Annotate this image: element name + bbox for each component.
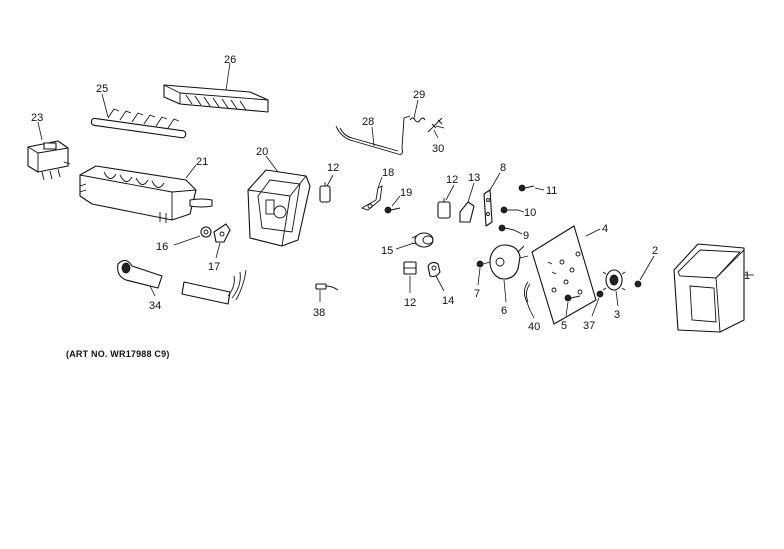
screw-icon <box>498 224 515 232</box>
label-12c: 12 <box>446 174 458 186</box>
screw-icon <box>634 280 642 288</box>
label-26: 26 <box>224 54 236 66</box>
label-11: 11 <box>546 185 557 197</box>
stripper-icon <box>163 84 269 113</box>
label-28: 28 <box>362 116 374 128</box>
label-18: 18 <box>382 167 394 179</box>
label-10: 10 <box>524 207 536 219</box>
thermostat-icon <box>459 201 475 223</box>
label-40: 40 <box>528 321 540 333</box>
gear-icon <box>602 269 626 291</box>
wire-icon <box>523 281 531 311</box>
spring-icon <box>409 117 426 123</box>
housing-icon <box>247 169 311 247</box>
label-29: 29 <box>413 89 425 101</box>
switch-icon <box>319 182 331 203</box>
switch-icon <box>437 198 451 219</box>
gear-icon <box>411 232 434 248</box>
screw-icon <box>564 294 581 302</box>
screw-icon <box>500 206 518 214</box>
label-9: 9 <box>523 230 529 242</box>
valve-icon <box>27 140 71 181</box>
label-16: 16 <box>156 241 168 253</box>
label-4: 4 <box>602 223 608 235</box>
label-3: 3 <box>614 309 620 321</box>
switch-icon <box>403 261 417 275</box>
nut-icon <box>200 226 212 238</box>
mounting-plate-icon <box>531 225 597 325</box>
screw-icon <box>427 117 445 133</box>
ice-mold-icon <box>79 165 213 223</box>
harness-icon <box>181 269 247 305</box>
label-25: 25 <box>96 83 108 95</box>
label-37: 37 <box>583 320 595 332</box>
label-38: 38 <box>313 307 325 319</box>
connector-icon <box>315 283 339 291</box>
label-7: 7 <box>474 288 480 300</box>
label-20: 20 <box>256 146 268 158</box>
label-17: 17 <box>208 261 220 273</box>
clip-icon <box>213 223 231 243</box>
label-2: 2 <box>652 245 658 257</box>
label-12b: 12 <box>404 297 416 309</box>
cam-icon <box>427 261 441 278</box>
shutoff-arm-icon <box>335 115 411 155</box>
lever-icon <box>360 185 383 211</box>
screw-icon <box>384 206 401 214</box>
label-23: 23 <box>31 112 43 124</box>
label-14: 14 <box>442 295 454 307</box>
cover-icon <box>673 243 745 333</box>
art-number-note: (ART NO. WR17988 C9) <box>66 349 170 359</box>
label-6: 6 <box>501 305 507 317</box>
label-8: 8 <box>500 162 506 174</box>
motor-icon <box>489 244 529 280</box>
label-19: 19 <box>400 187 412 199</box>
ejector-icon <box>90 108 187 139</box>
screw-icon <box>596 290 604 298</box>
label-13: 13 <box>468 172 480 184</box>
label-5: 5 <box>561 320 567 332</box>
screw-icon <box>476 260 491 268</box>
label-34: 34 <box>149 300 161 312</box>
label-21: 21 <box>196 156 208 168</box>
bracket-icon <box>483 189 493 227</box>
screw-icon <box>518 184 535 192</box>
fill-cup-icon <box>117 259 163 289</box>
label-1: 1 <box>744 270 750 282</box>
label-12a: 12 <box>327 162 339 174</box>
label-15: 15 <box>381 245 393 257</box>
label-30: 30 <box>432 143 444 155</box>
